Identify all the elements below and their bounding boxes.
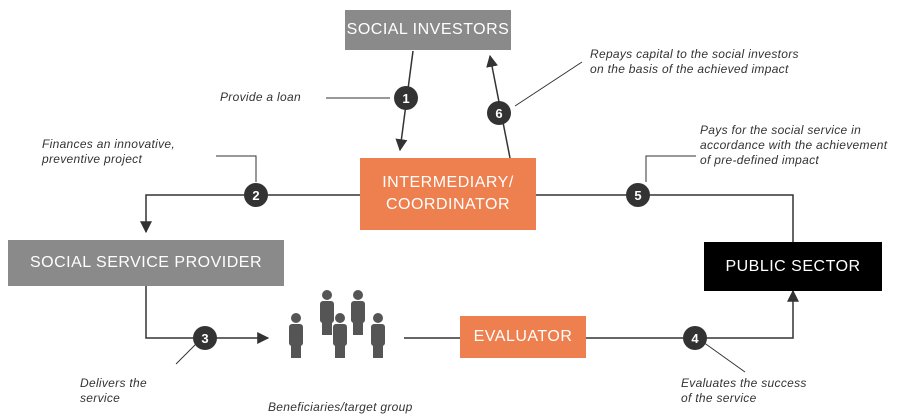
beneficiaries-figures: [289, 290, 385, 358]
callout-finance: [216, 155, 257, 182]
note-delivers: Delivers the service: [80, 376, 147, 405]
note-beneficiaries: Beneficiaries/target group: [268, 400, 413, 414]
step-3: 3: [193, 326, 217, 350]
person-icon: [371, 313, 385, 358]
evaluator-label: EVALUATOR: [473, 328, 573, 345]
person-icon: [320, 290, 334, 335]
step-1: 1: [394, 86, 418, 110]
callout-deliver: [175, 341, 199, 365]
note-evaluates: Evaluates the success of the service: [681, 376, 807, 405]
social-service-provider-label: SOCIAL SERVICE PROVIDER: [29, 254, 262, 271]
public-sector-box: PUBLIC SECTOR: [704, 242, 882, 291]
callout-evaluate: [702, 341, 746, 373]
callout-repay: [514, 61, 583, 107]
callout-pay: [645, 155, 696, 182]
intermediary-label-line2: COORDINATOR: [385, 196, 511, 213]
person-icon: [351, 290, 365, 335]
person-icon: [289, 313, 303, 358]
social-service-provider-box: SOCIAL SERVICE PROVIDER: [8, 240, 284, 286]
note-provide-loan: Provide a loan: [220, 90, 301, 104]
person-icon: [333, 313, 347, 358]
note-pays: Pays for the social service in accordanc…: [700, 123, 888, 167]
step-6: 6: [487, 101, 511, 125]
public-sector-label: PUBLIC SECTOR: [725, 257, 861, 275]
social-investors-box: SOCIAL INVESTORS: [345, 10, 511, 50]
step-2: 2: [244, 183, 268, 207]
note-repays: Repays capital to the social investors o…: [590, 47, 799, 76]
evaluator-box: EVALUATOR: [460, 316, 586, 358]
line-pay: [536, 194, 794, 242]
intermediary-label-line1: INTERMEDIARY/: [382, 174, 514, 191]
arrow-finance: [140, 194, 360, 234]
arrow-evaluate: [586, 289, 799, 339]
social-investors-label: SOCIAL INVESTORS: [346, 21, 510, 38]
step-4: 4: [683, 326, 707, 350]
intermediary-box: INTERMEDIARY/ COORDINATOR: [360, 158, 536, 230]
arrow-deliver: [145, 286, 270, 344]
note-finances: Finances an innovative, preventive proje…: [42, 137, 175, 166]
step-5: 5: [626, 183, 650, 207]
